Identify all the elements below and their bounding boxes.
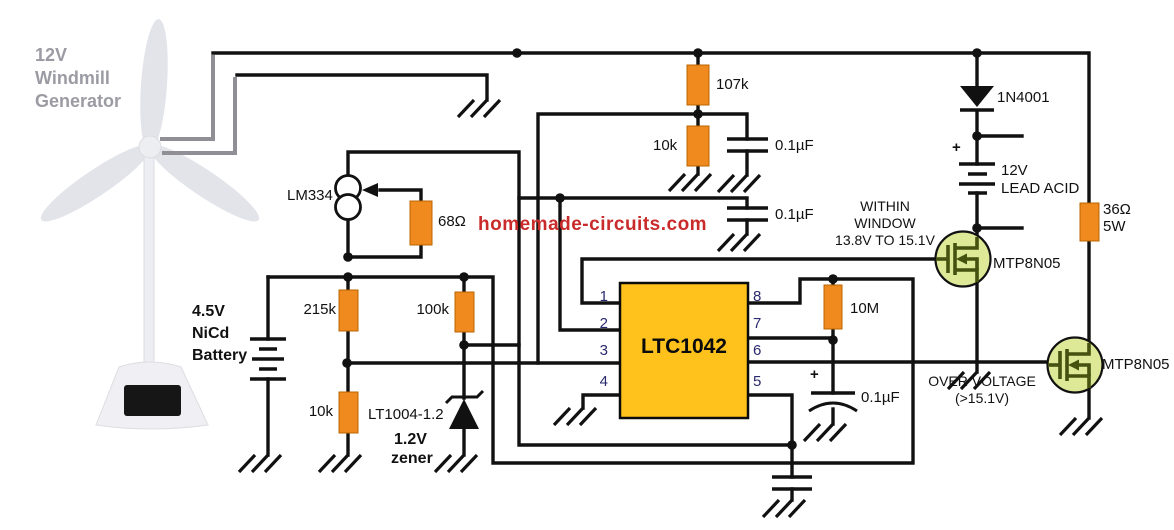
zener-word-label: zener — [391, 450, 433, 467]
resistors — [338, 64, 1100, 434]
generator-label-line2: Windmill — [35, 68, 110, 88]
zener-symbol — [444, 389, 485, 429]
resistor-100k — [454, 291, 475, 333]
mosfet2-symbol — [1046, 336, 1104, 394]
lead-acid-battery-symbol — [959, 162, 995, 195]
mosfet1-symbol — [934, 230, 992, 288]
mosfet2-label: MTP8N05 — [1102, 356, 1170, 373]
junction-dots — [342, 48, 982, 450]
r36-label-line1: 36Ω — [1103, 201, 1131, 218]
c2-label: 0.1µF — [775, 206, 814, 223]
lm334-symbol — [334, 174, 378, 221]
zener-volt-label: 1.2V — [394, 431, 427, 448]
zener-part-label: LT1004-1.2 — [368, 406, 444, 423]
pin4-label: 4 — [599, 373, 608, 390]
generator-label-line3: Generator — [35, 91, 122, 111]
resistor-10k-top — [686, 125, 710, 167]
r68-label: 68Ω — [438, 213, 466, 230]
resistor-107k — [686, 64, 710, 106]
cap-0.1uF-1 — [727, 137, 768, 153]
pin7-label: 7 — [753, 315, 762, 332]
cap-0.1uF-2 — [727, 206, 768, 222]
diode-label: 1N4001 — [997, 89, 1050, 106]
windmill-blade — [148, 144, 260, 222]
ic-label: LTC1042 — [641, 335, 727, 358]
lead-acid-line2: LEAD ACID — [1001, 180, 1080, 197]
pin1-label: 1 — [599, 288, 608, 305]
generator-label-line1: 12V — [35, 45, 68, 65]
windmill-illustration — [40, 19, 260, 430]
r107k-label: 107k — [716, 76, 749, 93]
windmill-base-panel — [124, 385, 181, 416]
nicd-battery-symbol — [250, 337, 286, 381]
capacitors — [727, 137, 858, 491]
window-note-line2: WINDOW — [854, 215, 916, 231]
cap-electrolytic-bottom — [808, 401, 858, 413]
r10k-bot-label: 10k — [308, 403, 333, 420]
pin6-label: 6 — [753, 342, 762, 359]
windmill-blade — [140, 19, 168, 151]
over-voltage-line2: (>15.1V) — [954, 390, 1010, 406]
pin2-label: 2 — [599, 315, 608, 332]
generator-wires — [160, 55, 237, 155]
r36-label-line2: 5W — [1103, 218, 1126, 235]
elec-cap-plus: + — [810, 366, 819, 383]
watermark: homemade-circuits.com — [478, 214, 708, 235]
window-note-line3: 13.8V TO 15.1V — [835, 232, 935, 248]
set-arrow — [362, 183, 378, 197]
pin8-label: 8 — [753, 288, 762, 305]
mosfet1-label: MTP8N05 — [993, 255, 1061, 272]
resistor-215k — [338, 289, 359, 332]
resistor-10M — [823, 284, 843, 330]
diode-1N4001-symbol — [960, 86, 994, 112]
r100k-label: 100k — [416, 301, 449, 318]
r215k-label: 215k — [303, 301, 336, 318]
nicd-label-line2: NiCd — [192, 325, 230, 342]
battery-plus: + — [952, 139, 961, 156]
resistor-68ohm — [409, 200, 433, 246]
windmill-blade — [40, 144, 152, 222]
ground-symbols — [237, 98, 1104, 519]
r10k-top-label: 10k — [653, 137, 678, 154]
pin3-label: 3 — [599, 342, 608, 359]
windmill-hub — [138, 135, 162, 159]
resistor-10k-bottom — [338, 391, 359, 434]
windmill-tower — [143, 151, 155, 371]
pin5-label: 5 — [753, 373, 762, 390]
over-voltage-line1: OVER VOLTAGE — [928, 373, 1036, 389]
resistor-36ohm — [1079, 202, 1100, 242]
r10m-label: 10M — [850, 300, 880, 317]
ic-ltc1042-body — [618, 281, 750, 420]
cap-bottom — [772, 475, 812, 491]
nicd-label-line1: 4.5V — [192, 303, 225, 320]
elec-cap-label: 0.1µF — [861, 389, 900, 406]
lm334-label: LM334 — [287, 187, 333, 204]
lead-acid-line1: 12V — [1001, 162, 1028, 179]
c1-label: 0.1µF — [775, 137, 814, 154]
nicd-label-line3: Battery — [192, 347, 248, 364]
window-note-line1: WITHIN — [860, 198, 910, 214]
